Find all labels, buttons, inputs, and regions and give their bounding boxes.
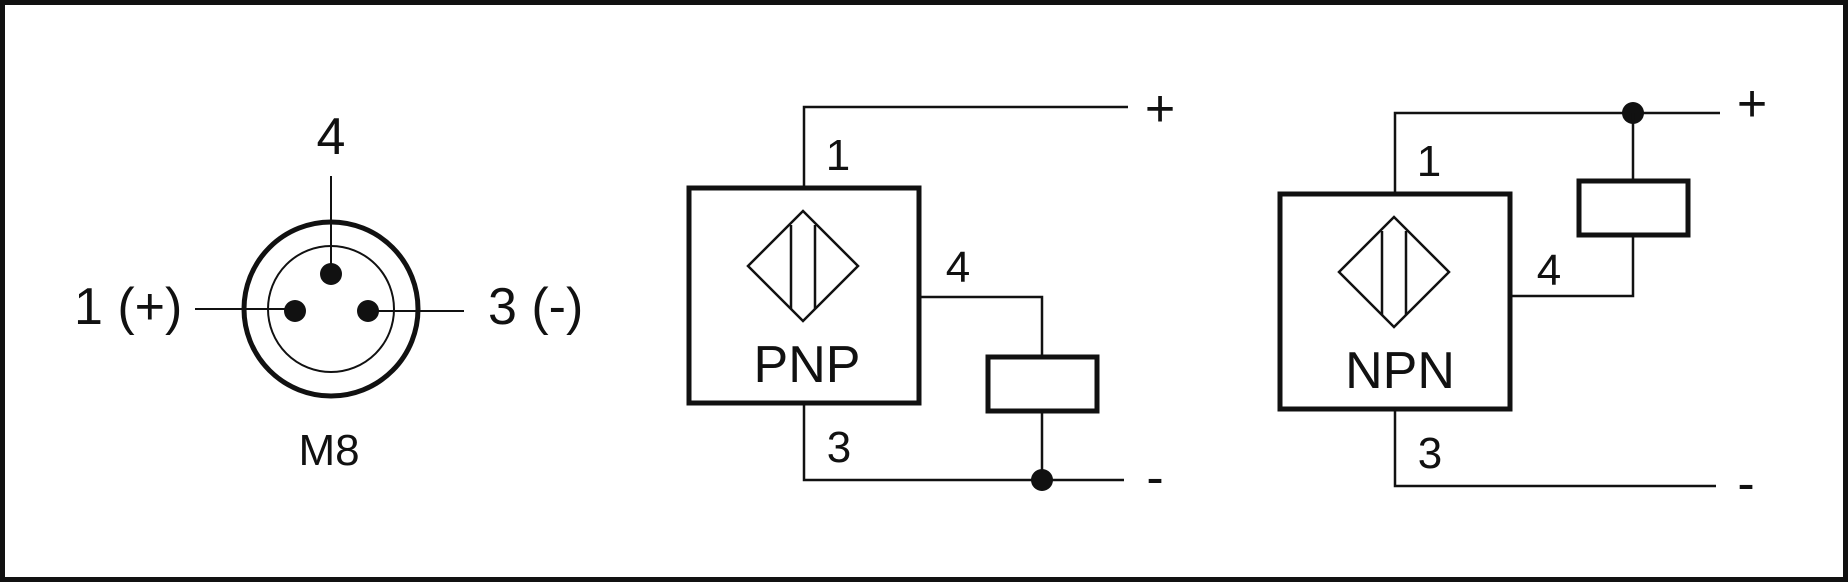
- connector-pin-right-label: 3 (-): [488, 278, 583, 336]
- npn-minus-label: -: [1737, 455, 1754, 513]
- npn-wire-1: [1393, 111, 1720, 194]
- pnp-junction-dot: [1031, 469, 1053, 491]
- pnp-minus-label: -: [1146, 449, 1163, 507]
- npn-pin4-label: 4: [1537, 246, 1561, 295]
- pnp-pin3-label: 3: [827, 423, 851, 472]
- npn-plus-label: +: [1737, 75, 1767, 133]
- pnp-wire-3: [802, 403, 1124, 482]
- connector-pin-top-label: 4: [317, 108, 346, 166]
- pnp-plus-label: +: [1145, 80, 1175, 138]
- pnp-type-label: PNP: [754, 336, 861, 394]
- npn-circuit: NPN 1 + 4 3 -: [1277, 75, 1767, 513]
- npn-type-label: NPN: [1345, 342, 1455, 400]
- pnp-pin1-label: 1: [826, 131, 850, 180]
- npn-wire-4: [1510, 235, 1635, 298]
- pin1-contact: [284, 300, 306, 322]
- connector-type-label: M8: [298, 426, 359, 475]
- pnp-sensor-symbol-icon: [746, 209, 860, 323]
- npn-pin3-label: 3: [1418, 429, 1442, 478]
- pin3-contact: [357, 300, 379, 322]
- pnp-circuit: PNP 1 + 4 3 -: [686, 80, 1175, 507]
- pnp-wire-4: [919, 295, 1044, 357]
- pnp-pin4-label: 4: [946, 243, 970, 292]
- npn-wire-3: [1393, 409, 1716, 488]
- pnp-wire-1: [802, 105, 1128, 188]
- m8-connector: 4 1 (+) 3 (-) M8: [74, 108, 583, 475]
- npn-pin1-label: 1: [1417, 137, 1441, 186]
- pin4-contact: [320, 263, 342, 285]
- connector-pin-left-label: 1 (+): [74, 278, 182, 336]
- npn-sensor-symbol-icon: [1337, 215, 1451, 329]
